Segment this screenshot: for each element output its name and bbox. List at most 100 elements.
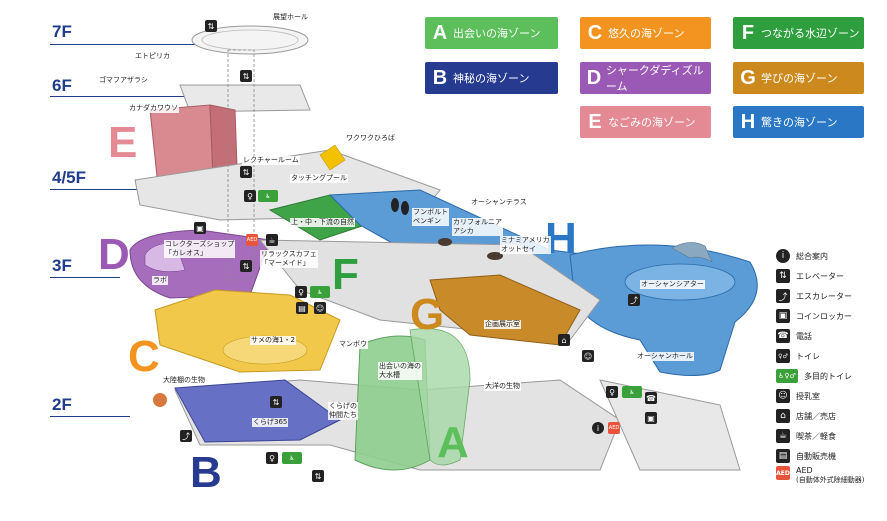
legend-label: 電話: [796, 331, 812, 341]
info-icon: i: [592, 422, 604, 434]
cafe-icon: ☕: [776, 429, 790, 443]
cafe-icon: ☕: [266, 234, 278, 246]
zone-badge-g: G 学びの海ゾーン: [733, 62, 864, 94]
label-collectors-shop: コレクターズショップ 「カレオス」: [164, 240, 236, 258]
nursing-room-icon: ☺: [582, 350, 594, 362]
right-walkway: [599, 379, 741, 471]
label-sunfish: マンボウ: [338, 340, 368, 349]
label-shark-sea: サメの海1・2: [250, 336, 296, 345]
floor-label-6f: 6F: [52, 76, 72, 95]
aed-icon: AED: [246, 234, 258, 246]
label-jellyfish-friends: くらげの 仲間たち: [328, 402, 358, 420]
penguin-illustration: [391, 198, 399, 212]
escalator-icon: ⤴: [628, 294, 640, 306]
zone-letter-a: A: [437, 418, 469, 467]
floor-label-7f: 7F: [52, 22, 72, 41]
elevator-icon: ⇅: [240, 70, 252, 82]
toilet-icon: ♀: [266, 452, 278, 464]
label-canadian-otter: カナダカワウソ: [128, 104, 179, 113]
legend-item: ▣ コインロッカー: [776, 306, 886, 326]
toilet-icon: ♀: [606, 386, 618, 398]
zone-badge-h: H 驚きの海ゾーン: [733, 106, 864, 138]
floor-line-45f: [50, 189, 140, 190]
penguin-illustration: [401, 201, 409, 215]
elevator-shaft: [227, 49, 255, 281]
label-continental-shelf: 大陸棚の生物: [162, 376, 206, 385]
legend-item: ⇅ エレベーター: [776, 266, 886, 286]
phone-icon: ☎: [645, 392, 657, 404]
elevator-icon: ⇅: [270, 396, 282, 408]
label-spotted-seal: ゴマフアザラシ: [98, 76, 149, 85]
legend-item: ⌂ 店舗／売店: [776, 406, 886, 426]
multipurpose-toilet-icon: ♿: [282, 452, 302, 464]
zone-badge-f: F つながる水辺ゾーン: [733, 17, 864, 49]
legend-label: コインロッカー: [796, 311, 852, 321]
zone-badge-c: C 悠久の海ゾーン: [580, 17, 711, 49]
facility-legend: i 総合案内 ⇅ エレベーター ⤴ エスカレーター ▣ コインロッカー ☎ 電話…: [776, 246, 886, 494]
aed-icon: AED: [776, 466, 790, 480]
elevator-icon: ⇅: [776, 269, 790, 283]
zone-letter: G: [740, 66, 756, 89]
legend-label: エレベーター: [796, 271, 844, 281]
legend-item: ♀♂ トイレ: [776, 346, 886, 366]
wakuwaku-sculpture: [319, 144, 346, 171]
floor-label-3f: 3F: [52, 256, 72, 275]
zone-label: つながる水辺ゾーン: [761, 27, 860, 40]
floor-line-6f: [50, 96, 200, 97]
legend-item: ☕ 喫茶／軽食: [776, 426, 886, 446]
phone-icon: ☎: [776, 329, 790, 343]
legend-label: 総合案内: [796, 251, 828, 261]
label-ocean-creatures: 大洋の生物: [484, 382, 521, 391]
zone-label: なごみの海ゾーン: [608, 116, 696, 129]
floor-line-7f: [50, 44, 200, 45]
zone-letter: H: [740, 110, 756, 133]
zone-letter-c: C: [128, 332, 160, 381]
label-special-exhibit: 企画展示室: [484, 320, 521, 329]
floor-label-45f: 4/5F: [52, 168, 87, 187]
sea-lion-illustration: [487, 252, 503, 260]
legend-label: 自動販売機: [796, 451, 836, 461]
legend-item: AED AED (自動体外式除細動器): [776, 466, 886, 494]
zone-badge-d: D シャークダディズルーム: [580, 62, 711, 94]
zone-b-area: [174, 379, 341, 443]
locker-icon: ▣: [645, 412, 657, 424]
multipurpose-toilet-icon: ♿♀♂: [776, 369, 798, 383]
label-humboldt-penguin: フンボルト ペンギン: [412, 208, 450, 226]
zone-badge-a: A 出会いの海ゾーン: [425, 17, 558, 49]
elevator-icon: ⇅: [240, 166, 252, 178]
zone-letter: B: [432, 66, 448, 89]
zone-letter: A: [432, 21, 448, 44]
aed-icon: AED: [608, 422, 620, 434]
legend-item: ☎ 電話: [776, 326, 886, 346]
legend-label: AED: [796, 466, 813, 475]
legend-label: 喫茶／軽食: [796, 431, 836, 441]
label-encounter-tank: 出会いの海の 大水槽: [378, 362, 422, 380]
multipurpose-toilet-icon: ♿: [258, 190, 278, 202]
legend-item: ♿♀♂ 多目的トイレ: [776, 366, 886, 386]
observation-deck: [191, 25, 309, 55]
multipurpose-toilet-icon: ♿: [310, 286, 330, 298]
zone-letter-g: G: [410, 290, 445, 339]
legend-item: ☺ 授乳室: [776, 386, 886, 406]
escalator-icon: ⤴: [776, 289, 790, 303]
zone-badge-e: E なごみの海ゾーン: [580, 106, 711, 138]
crab-illustration: [153, 393, 167, 407]
legend-item: ▤ 自動販売機: [776, 446, 886, 466]
legend-sublabel: (自動体外式除細動器): [796, 476, 865, 484]
legend-item: i 総合案内: [776, 246, 886, 266]
nursing-room-icon: ☺: [776, 389, 790, 403]
zone-letter: E: [588, 110, 602, 133]
sea-lion-illustration: [438, 238, 452, 246]
legend-label: 授乳室: [796, 391, 820, 401]
zone-badge-b: B 神秘の海ゾーン: [425, 62, 558, 94]
label-ocean-hall: オーシャンホール: [636, 352, 694, 361]
label-wakuwaku-plaza: ワクワクひろば: [345, 134, 396, 143]
toilet-icon: ♀: [244, 190, 256, 202]
vending-icon: ▤: [776, 449, 790, 463]
shop-icon: ⌂: [776, 409, 790, 423]
legend-label-group: AED (自動体外式除細動器): [796, 466, 864, 485]
multipurpose-toilet-icon: ♿: [622, 386, 642, 398]
toilet-icon: ♀♂: [776, 349, 790, 363]
zone-a-tube: [409, 328, 471, 466]
elevator-icon: ⇅: [240, 260, 252, 272]
